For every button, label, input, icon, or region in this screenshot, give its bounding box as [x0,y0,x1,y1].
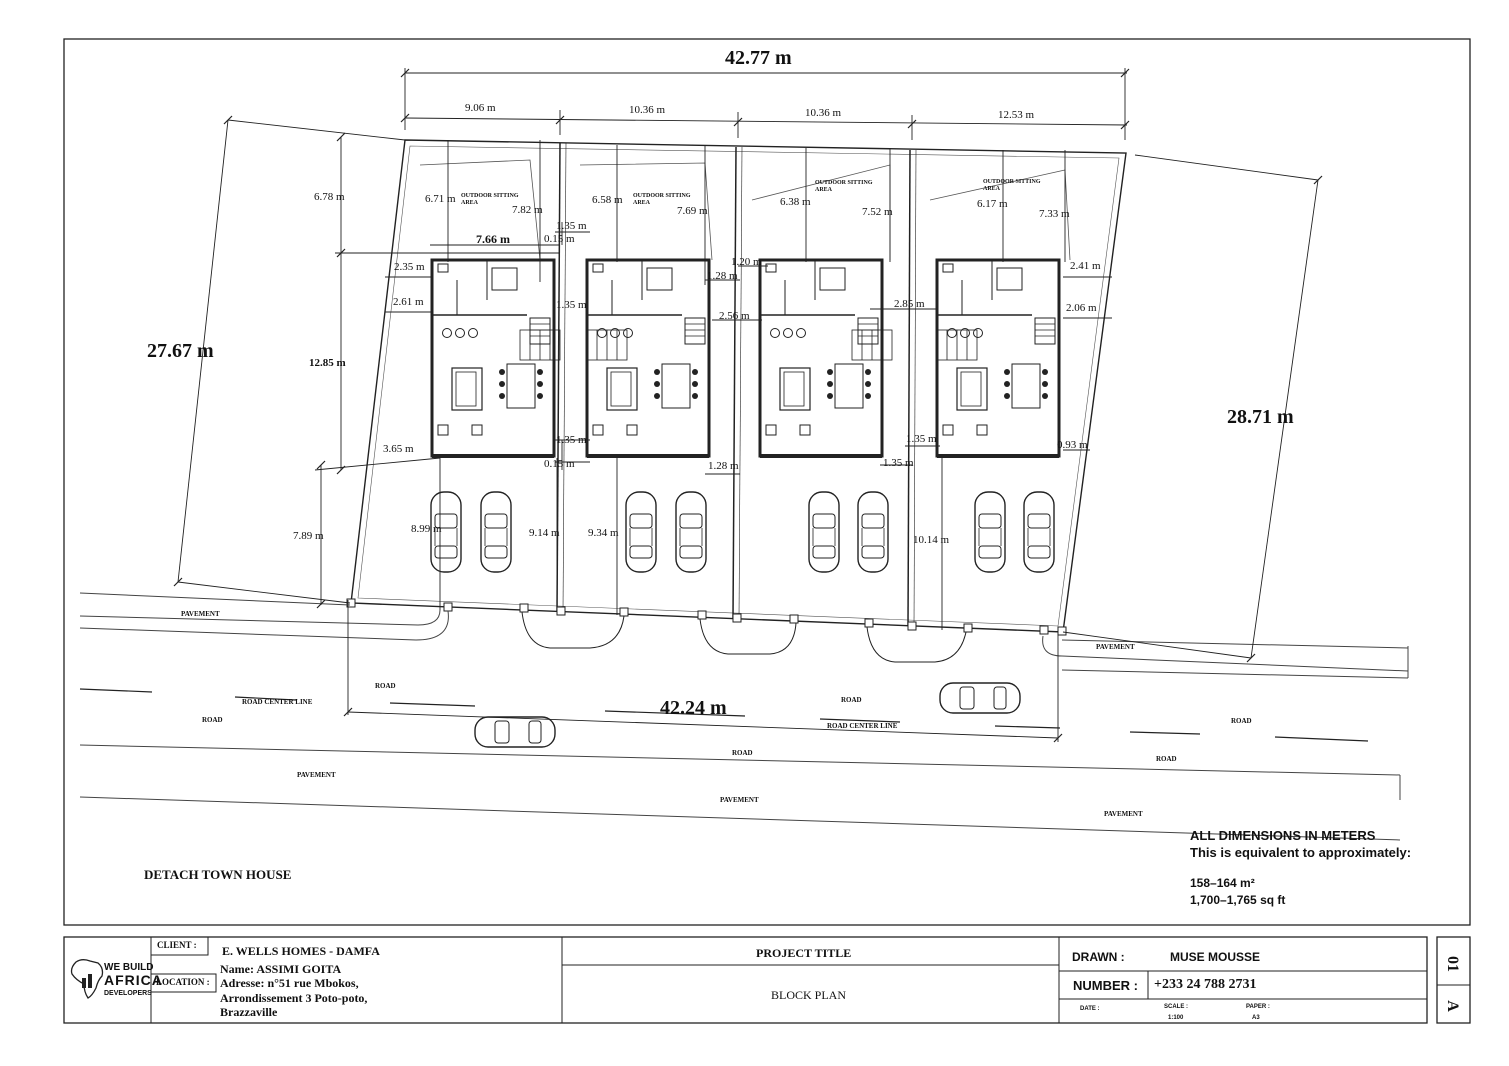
dim-label: 0.15 m [544,458,575,470]
dim-label: 2.56 m [719,310,750,322]
dim-label: 10.14 m [913,534,950,546]
sitting-area-2: OUTDOOR SITTING AREA [633,193,691,206]
number-label: NUMBER : [1073,978,1138,993]
dim-label: 6.58 m [592,194,623,206]
overall-width-top: 42.77 m [725,47,792,69]
right-side-length: 28.71 m [1227,406,1294,428]
plot-width-2: 10.36 m [629,104,666,116]
dim-label: 6.17 m [977,198,1008,210]
client-label: CLIENT : [157,940,197,950]
dim-label: 7.89 m [293,530,324,542]
sitting-area-1: OUTDOOR SITTING AREA [461,193,519,206]
sitting-area-4: OUTDOOR SITTING AREA [983,179,1041,192]
note-line-1: ALL DIMENSIONS IN METERS [1190,828,1376,843]
paper-label: PAPER : [1246,1004,1270,1010]
dim-label: 1.20 m [731,256,762,268]
project-title-label: PROJECT TITLE [756,946,852,960]
dim-label: 9.14 m [529,527,560,539]
dim-label: 1.35 m [556,299,587,311]
dim-label: 2.85 m [894,298,925,310]
location-name: Name: ASSIMI GOITA [220,962,342,976]
dim-label: 0.93 m [1057,439,1088,451]
project-title-value: BLOCK PLAN [771,988,847,1002]
dim-label: 6.78 m [314,191,345,203]
dim-label: 7.69 m [677,205,708,217]
note-line-2: This is equivalent to approximately: [1190,845,1412,860]
dim-label: 6.38 m [780,196,811,208]
paper-value: A3 [1252,1015,1260,1021]
africa-map-icon [70,959,104,999]
dim-label: 12.85 m [309,357,346,369]
dim-label: 8.99 m [411,523,442,535]
plot-width-4: 12.53 m [998,109,1035,121]
sitting-area-3: OUTDOOR SITTING AREA [815,180,873,193]
dim-label: 7.52 m [862,206,893,218]
logo-line-1: WE BUILD [104,962,154,973]
number-value: +233 24 788 2731 [1154,977,1257,992]
dim-label: 0.15 m [544,233,575,245]
dim-label: 2.06 m [1066,302,1097,314]
scale-value: 1:100 [1168,1015,1184,1021]
road-center-line-label: ROAD CENTER LINE [242,698,313,706]
left-side-length: 27.67 m [147,340,214,362]
road-label: ROAD [375,682,396,690]
pavement-label: PAVEMENT [1096,643,1135,651]
dim-label: 2.61 m [393,296,424,308]
dim-label: 1.35 m [556,434,587,446]
pavement-label: PAVEMENT [297,771,336,779]
dim-label: 7.82 m [512,204,543,216]
note-line-3: 158–164 m² [1190,876,1255,890]
road-center-line-label: ROAD CENTER LINE [827,722,898,730]
dim-label: 9.34 m [588,527,619,539]
location-label: LOCATION : [156,977,210,987]
plot-width-3: 10.36 m [805,107,842,119]
location-address-3: Brazzaville [220,1005,278,1019]
drawn-value: MUSE MOUSSE [1170,950,1261,964]
dim-label: 2.41 m [1070,260,1101,272]
logo-line-2: AFRICA [104,972,163,988]
client-value: E. WELLS HOMES - DAMFA [222,944,380,958]
dim-label: 7.66 m [476,232,510,246]
dim-label: 7.33 m [1039,208,1070,220]
dim-label: 1.28 m [707,270,738,282]
dim-label: 6.71 m [425,193,456,205]
dim-label: 2.35 m [394,261,425,273]
pavement-label: PAVEMENT [1104,810,1143,818]
dim-label: 1.35 m [883,457,914,469]
date-label: DATE : [1080,1006,1100,1012]
location-address-1: Adresse: n°51 rue Mbokos, [220,976,359,990]
road-label: ROAD [1156,755,1177,763]
drawn-label: DRAWN : [1072,950,1125,964]
overall-width-bottom: 42.24 m [660,697,727,719]
road-label: ROAD [202,716,223,724]
road-label: ROAD [1231,717,1252,725]
road-label: ROAD [841,696,862,704]
road-label: ROAD [732,749,753,757]
note-line-4: 1,700–1,765 sq ft [1190,893,1286,907]
dim-label: 1.35 m [556,220,587,232]
plot-width-1: 9.06 m [465,102,496,114]
scale-label: SCALE : [1164,1004,1188,1010]
location-address-2: Arrondissement 3 Poto-poto, [220,991,368,1005]
drawing-title: DETACH TOWN HOUSE [144,867,292,882]
dim-label: 3.65 m [383,443,414,455]
logo-line-3: DEVELOPERS [104,990,152,997]
pavement-label: PAVEMENT [720,796,759,804]
sheet-letter: A [1443,1000,1461,1012]
pavement-label: PAVEMENT [181,610,220,618]
sheet-number: 01 [1444,956,1461,972]
dim-label: 1.35 m [906,433,937,445]
dim-label: 1.28 m [708,460,739,472]
